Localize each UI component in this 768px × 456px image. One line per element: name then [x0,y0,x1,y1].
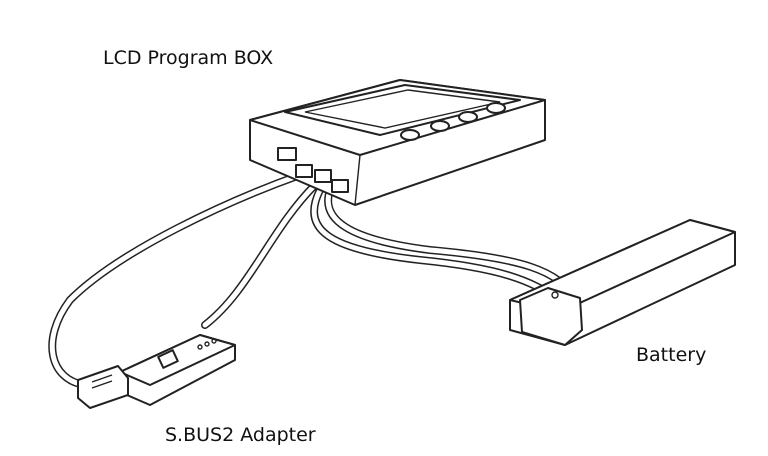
battery [509,219,736,346]
sbus2-adapter-label: S.BUS2 Adapter [165,424,316,446]
lcd-program-box [249,79,546,206]
program-box-buttons [400,102,506,141]
sbus2-adapter [77,334,236,409]
battery-cable [310,186,579,304]
adapter-cable [48,171,319,389]
battery-label: Battery [636,344,707,366]
lcd-program-box-label: LCD Program BOX [103,47,274,69]
